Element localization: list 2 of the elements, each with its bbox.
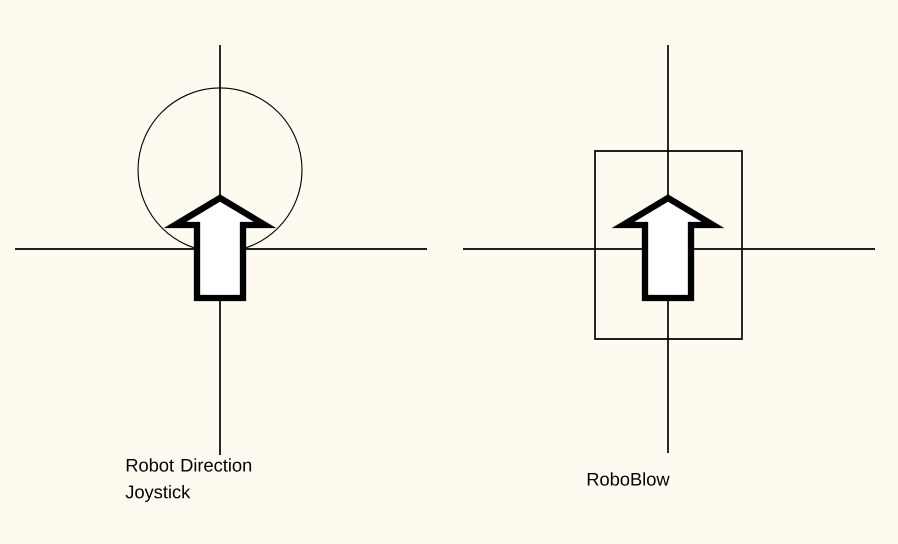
caption: RoboBlow [588,472,670,486]
caption: Robot Direction Joystick [126,458,252,502]
